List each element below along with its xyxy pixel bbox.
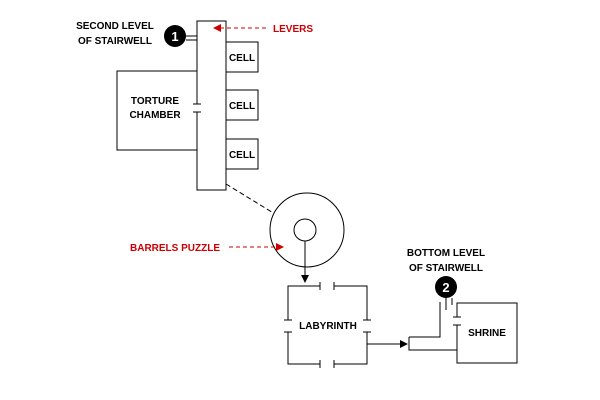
cell-3 bbox=[225, 138, 259, 170]
shrine-label: SHRINE bbox=[468, 328, 506, 339]
torture-chamber-label-line2: CHAMBER bbox=[129, 110, 181, 121]
cell-3-label: CELL bbox=[229, 150, 255, 161]
cell-2 bbox=[225, 89, 259, 121]
cell-1 bbox=[225, 41, 259, 73]
stairwell-marker-2: 2 bbox=[435, 276, 457, 298]
levers-label: LEVERS bbox=[273, 24, 313, 35]
central-corridor bbox=[196, 20, 227, 191]
labyrinth-label: LABYRINTH bbox=[299, 321, 357, 332]
second-level-label-line2: OF STAIRWELL bbox=[78, 36, 152, 47]
torture-chamber bbox=[116, 70, 198, 151]
cell-2-label: CELL bbox=[229, 101, 255, 112]
bottom-level-label-line1: BOTTOM LEVEL bbox=[407, 248, 485, 259]
marker-2-number: 2 bbox=[442, 280, 449, 295]
stairwell-marker-1: 1 bbox=[164, 25, 186, 47]
labyrinth-room bbox=[284, 282, 371, 368]
cell-1-label: CELL bbox=[229, 53, 255, 64]
second-level-label-line1: SECOND LEVEL bbox=[76, 21, 154, 32]
torture-chamber-label-line1: TORTURE bbox=[131, 96, 179, 107]
corridor-to-barrels-path bbox=[225, 183, 276, 215]
shrine-room bbox=[456, 302, 518, 364]
marker-1-number: 1 bbox=[171, 29, 178, 44]
shrine-passage bbox=[408, 337, 457, 351]
barrels-puzzle-label: BARRELS PUZZLE bbox=[130, 243, 220, 254]
bottom-level-label-line2: OF STAIRWELL bbox=[409, 263, 483, 274]
barrels-room-center bbox=[293, 218, 317, 242]
shrine-passage-upper bbox=[409, 302, 441, 338]
